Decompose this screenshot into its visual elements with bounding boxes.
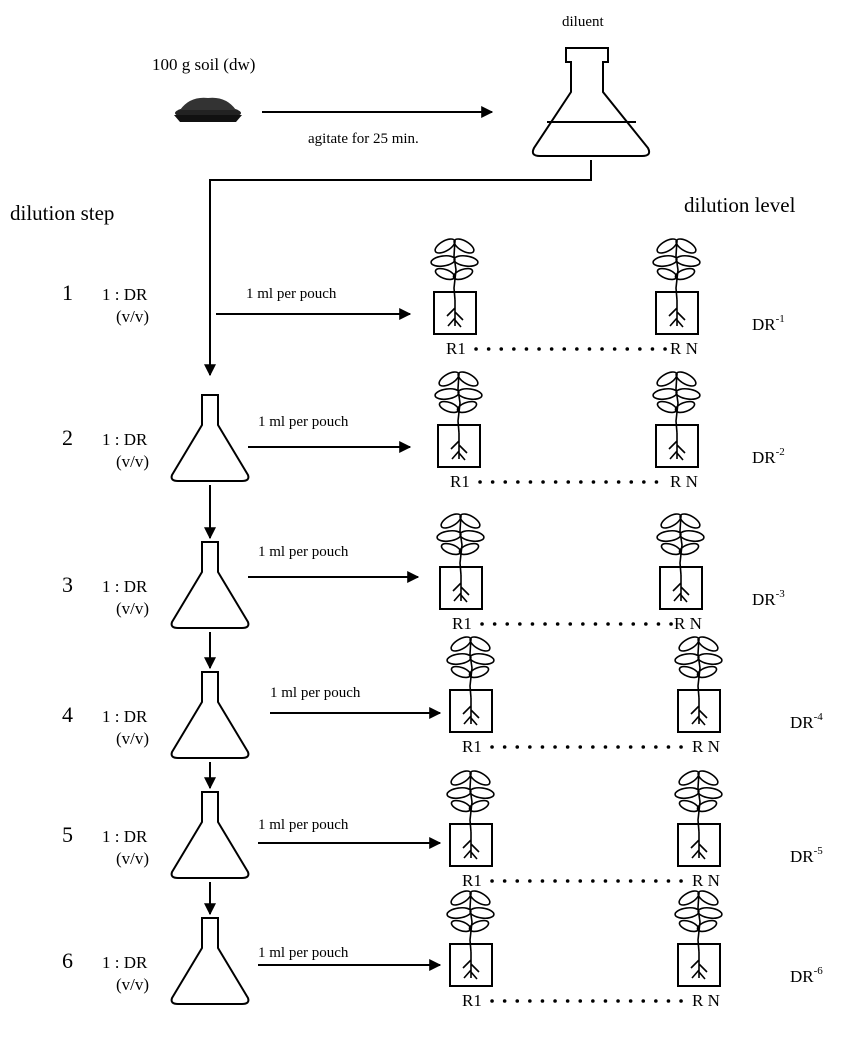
- step-number: 3: [62, 572, 73, 597]
- replicate-last-label: R N: [692, 991, 720, 1010]
- volume-ratio: (v/v): [116, 729, 149, 748]
- transfer-label: 1 ml per pouch: [258, 414, 349, 430]
- replicate-first-label: R1: [452, 614, 472, 633]
- volume-ratio: (v/v): [116, 975, 149, 994]
- dilution-level-label: DR-1: [752, 313, 785, 334]
- plant-pouch-icon: [445, 887, 496, 987]
- dilution-step-heading: dilution step: [10, 201, 114, 225]
- dilution-ratio: 1 : DR: [102, 577, 148, 596]
- dilution-flask-icon: [170, 541, 250, 629]
- volume-ratio: (v/v): [116, 307, 149, 326]
- plant-pouch-icon: [651, 235, 702, 335]
- dilution-level-label: DR-4: [790, 711, 823, 732]
- diluent-label: diluent: [562, 14, 604, 30]
- dilution-level-label: DR-6: [790, 965, 823, 986]
- dilution-flask-icon: [170, 394, 250, 482]
- dilution-level-label: DR-3: [752, 588, 785, 609]
- replicate-last-label: R N: [692, 737, 720, 756]
- plant-pouch-icon: [673, 633, 724, 733]
- replicate-last-label: R N: [670, 339, 698, 358]
- dilution-level-label: DR-2: [752, 446, 785, 467]
- transfer-label: 1 ml per pouch: [246, 286, 337, 302]
- replicate-last-label: R N: [670, 472, 698, 491]
- replicate-first-label: R1: [446, 339, 466, 358]
- agitate-label: agitate for 25 min.: [308, 131, 419, 147]
- dilution-flask-icon: [170, 917, 250, 1005]
- dilution-ratio: 1 : DR: [102, 707, 148, 726]
- dilution-ratio: 1 : DR: [102, 430, 148, 449]
- dilution-flask-icon: [170, 671, 250, 759]
- transfer-label: 1 ml per pouch: [258, 817, 349, 833]
- step-number: 2: [62, 425, 73, 450]
- volume-ratio: (v/v): [116, 599, 149, 618]
- soil-label: 100 g soil (dw): [152, 55, 255, 74]
- plant-pouch-icon: [445, 633, 496, 733]
- plant-pouch-icon: [655, 510, 706, 610]
- dilution-ratio: 1 : DR: [102, 827, 148, 846]
- replicate-first-label: R1: [462, 737, 482, 756]
- dilution-level-label: DR-5: [790, 845, 823, 866]
- plant-pouch-icon: [433, 368, 484, 468]
- transfer-label: 1 ml per pouch: [258, 945, 349, 961]
- replicate-first-label: R1: [462, 991, 482, 1010]
- plant-pouch-icon: [673, 887, 724, 987]
- replicate-last-label: R N: [674, 614, 702, 633]
- step-number: 6: [62, 948, 73, 973]
- dilution-ratio: 1 : DR: [102, 953, 148, 972]
- transfer-label: 1 ml per pouch: [258, 544, 349, 560]
- diluent-flask-icon: [531, 47, 651, 157]
- diluent-feed-arrow: [204, 160, 592, 377]
- step-number: 1: [62, 280, 73, 305]
- replicate-last-label: R N: [692, 871, 720, 890]
- dilution-ratio: 1 : DR: [102, 285, 148, 304]
- volume-ratio: (v/v): [116, 452, 149, 471]
- plant-pouch-icon: [651, 368, 702, 468]
- dilution-level-heading: dilution level: [684, 193, 796, 217]
- soil-dish-icon: [174, 97, 242, 122]
- plant-pouch-icon: [429, 235, 480, 335]
- plant-pouch-icon: [445, 767, 496, 867]
- step-number: 5: [62, 822, 73, 847]
- transfer-label: 1 ml per pouch: [270, 685, 361, 701]
- replicate-first-label: R1: [462, 871, 482, 890]
- volume-ratio: (v/v): [116, 849, 149, 868]
- plant-pouch-icon: [435, 510, 486, 610]
- dilution-flask-icon: [170, 791, 250, 879]
- replicate-first-label: R1: [450, 472, 470, 491]
- plant-pouch-icon: [673, 767, 724, 867]
- step-number: 4: [62, 702, 73, 727]
